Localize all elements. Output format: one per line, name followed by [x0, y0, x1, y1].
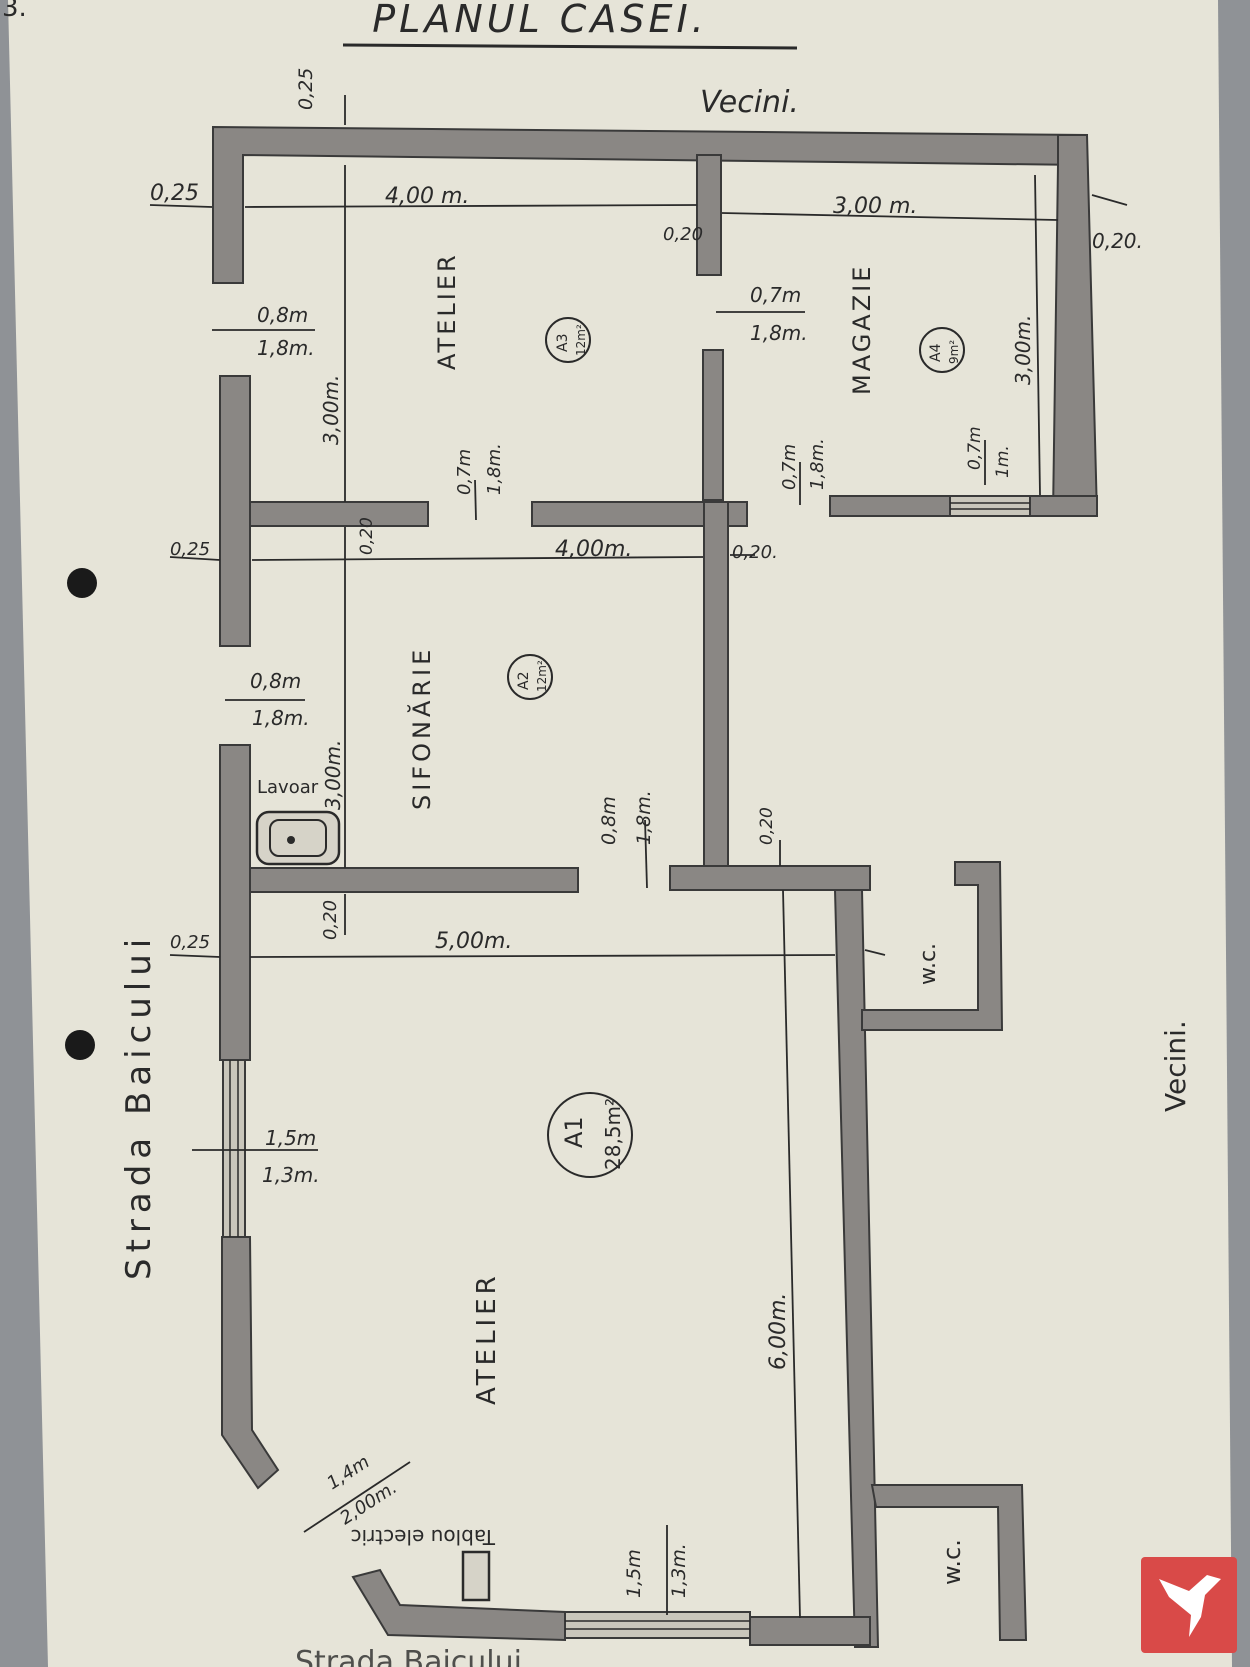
partition-a2-a1-left: [249, 867, 579, 893]
punch-hole: [65, 1030, 95, 1060]
dim-a4-height: 3,00m.: [1011, 315, 1035, 385]
electric-panel-label: Tablou electric: [351, 1525, 496, 1549]
partition-a3-a4-top: [696, 154, 722, 276]
neighbours-right: Vecini.: [1159, 1020, 1192, 1112]
sink-icon: [255, 810, 341, 866]
wall-bottom-right: [749, 1616, 871, 1646]
page-title: PLANUL CASEI.: [372, 0, 708, 41]
dim-door-a2a3-height: 1,8m.: [484, 443, 505, 495]
area-a1-value: 28,5m²: [601, 1098, 625, 1170]
dim-window-a4-width: 0,7m: [965, 426, 985, 470]
room-wc2-name: w.c.: [938, 1539, 966, 1585]
punch-hole: [67, 568, 97, 598]
area-a3-value: 12m²: [574, 324, 588, 356]
area-a2-tag: A2: [516, 672, 532, 690]
room-a4-name: MAGAZIE: [848, 264, 876, 395]
brand-bird-logo: [1141, 1557, 1237, 1653]
wall-wc-top: [861, 861, 1004, 1031]
area-circles: [507, 317, 965, 1178]
page-corner-mark: 3.: [2, 0, 27, 23]
room-wc1-name: w.c.: [916, 943, 941, 985]
wall-left-upper: [219, 375, 251, 647]
dim-wall-right: 0,20.: [1092, 229, 1143, 253]
dim-opening2-height: 1,8m.: [750, 321, 808, 345]
dim-a3-height: 3,00m.: [319, 375, 343, 445]
window-a4: [949, 495, 1031, 517]
room-a2-name: SIFONĂRIE: [406, 646, 436, 810]
dim-door-a1a2-width: 0,8m: [598, 796, 620, 845]
dim-a1-width: 5,00m.: [435, 929, 512, 954]
walls: [212, 125, 1099, 1648]
room-labels: ATELIER MAGAZIE SIFONĂRIE ATELIER w.c. w…: [406, 252, 966, 1585]
wall-a1-right: [833, 889, 880, 1648]
dim-opening1-width: 0,8m: [257, 303, 308, 327]
wall-wc-bottom: [870, 1484, 1028, 1641]
dim-door-a4-width: 0,7m: [779, 444, 800, 490]
dim-a2-height: 3,00m.: [321, 740, 345, 810]
dimension-labels: 0,25 0,25 4,00 m. 0,20 3,00 m. 0,20. 0,8…: [150, 68, 1143, 1598]
window-street: [222, 1059, 246, 1238]
dim-opening2-width: 0,7m: [750, 283, 801, 307]
dim-window-street-width: 1,5m: [265, 1126, 316, 1150]
dim-window-a4-height: 1m.: [993, 445, 1013, 478]
dim-partition-low-right: 0,20: [757, 807, 777, 845]
dim-door-a2a3-width: 0,7m: [454, 449, 475, 495]
street-label: Strada Baicului: [119, 933, 159, 1280]
dim-a4-width: 3,00 m.: [833, 194, 917, 219]
dim-wall-left-top: 0,25: [150, 181, 199, 206]
sink-label: Lavoar: [257, 777, 319, 798]
wall-a2-right: [703, 501, 729, 873]
dim-door-a4-height: 1,8m.: [807, 438, 828, 490]
dim-opening1-height: 1,8m.: [257, 336, 315, 360]
dim-window-bottom-height: 1,3m.: [668, 1543, 690, 1598]
dim-wall-top: 0,25: [295, 68, 317, 110]
wall-a4-bottom-right: [1029, 495, 1098, 517]
dim-wall-mid-left: 0,25: [170, 539, 210, 560]
wall-left-bottom: [221, 1236, 280, 1490]
paper-sheet: [8, 0, 1232, 1667]
area-a1-tag: A1: [560, 1116, 588, 1148]
dim-a3-width: 4,00 m.: [385, 184, 469, 209]
area-a4-tag: A4: [928, 343, 944, 362]
dim-a1-height: 6,00m.: [766, 1293, 791, 1370]
dim-window-street-height: 1,3m.: [262, 1163, 320, 1187]
dim-opening-a2-height: 1,8m.: [252, 706, 310, 730]
dim-window-bottom-width: 1,5m: [623, 1549, 645, 1598]
dim-partition-mid: 0,20: [357, 517, 377, 555]
title-underline: [342, 43, 798, 50]
electric-panel-icon: [461, 1550, 491, 1602]
window-lines: [229, 502, 1030, 1630]
room-a1-name: ATELIER: [472, 1272, 502, 1405]
dim-partition-top: 0,20: [663, 224, 703, 245]
dim-door-a1a2-height: 1,8m.: [633, 790, 655, 845]
partition-a3-a2-left: [249, 501, 429, 527]
area-a3-tag: A3: [555, 334, 571, 352]
wall-a4-bottom: [829, 495, 951, 517]
window-bottom: [564, 1611, 751, 1639]
dim-wall-low-left: 0,25: [170, 932, 210, 953]
dim-a2-width: 4,00m.: [555, 537, 632, 562]
area-a2-value: 12m²: [535, 660, 549, 692]
street-label-bottom-partial: Strada Baicului: [295, 1645, 522, 1667]
dim-partition-low: 0,20: [320, 900, 341, 940]
dimension-lines: [149, 95, 1128, 1619]
room-a3-name: ATELIER: [433, 252, 461, 370]
dim-opening-a2-width: 0,8m: [250, 669, 301, 693]
area-labels: A3 12m² A4 9m² A2 12m² A1 28,5m²: [516, 324, 961, 1170]
partition-a2-a1-right: [669, 865, 871, 891]
partition-a3-a4-lower: [702, 349, 724, 501]
bird-icon: [1159, 1575, 1221, 1637]
dim-wall-mid-right: 0,20.: [732, 542, 778, 563]
neighbours-top: Vecini.: [700, 85, 799, 120]
area-a4-value: 9m²: [947, 340, 961, 364]
wall-left-lower: [219, 744, 251, 1061]
